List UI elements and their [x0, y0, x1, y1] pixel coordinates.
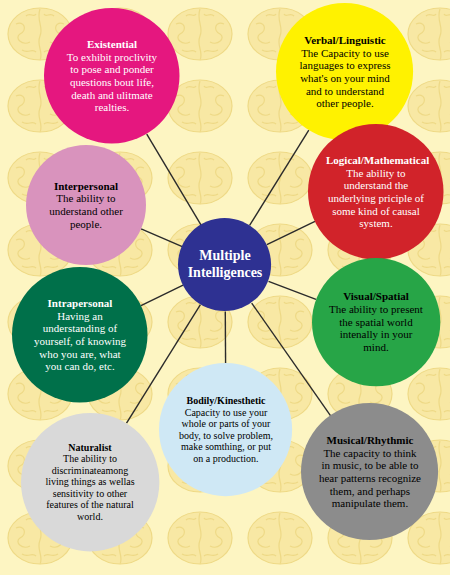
circle-fill [178, 218, 271, 311]
intelligence-name: Verbal/Linguistic [294, 34, 396, 47]
circle-text: Multiple Intelligences [187, 248, 263, 282]
circle-text: Bodily/KinestheticCapacity to use your w… [175, 395, 277, 464]
intelligence-description: Capacity to use your whole or parts of y… [175, 407, 277, 465]
connector-line [147, 134, 201, 225]
circle-text: IntrapersonalHaving an understanding of … [30, 297, 130, 373]
intelligence-name: Existential [62, 38, 162, 51]
connector-line [269, 281, 316, 299]
circle-fill [44, 8, 180, 144]
intelligence-circle: Musical/RhythmicThe capacity to think in… [301, 403, 438, 540]
circle-fill [308, 124, 444, 260]
circle-text: Visual/SpatialThe ability to present the… [326, 290, 426, 353]
intelligence-name: Visual/Spatial [326, 290, 426, 303]
center-circle: Multiple Intelligences [178, 218, 271, 311]
intelligence-description: The ability to understand the underlying… [326, 167, 426, 230]
intelligence-circle: Logical/MathematicalThe ability to under… [308, 124, 444, 260]
center-title: Multiple Intelligences [187, 248, 263, 282]
circle-fill [21, 413, 159, 551]
intelligence-name: Bodily/Kinesthetic [175, 395, 277, 407]
connector-line [250, 130, 309, 225]
intelligence-name: Interpersonal [40, 180, 132, 193]
circle-fill [276, 3, 413, 140]
intelligence-circle: ExistentialTo exhibit proclivity to pose… [44, 8, 180, 144]
circle-fill [12, 267, 148, 403]
intelligence-name: Logical/Mathematical [326, 154, 426, 167]
connector-line [267, 221, 315, 244]
connector-line [225, 312, 227, 364]
circle-fill [159, 363, 292, 496]
circle-text: ExistentialTo exhibit proclivity to pose… [62, 38, 162, 114]
intelligence-description: The ability to present the spatial world… [326, 303, 426, 354]
intelligence-circle: Visual/SpatialThe ability to present the… [312, 258, 440, 386]
intelligence-circle: Verbal/LinguisticThe Capacity to use lan… [276, 3, 413, 140]
intelligence-description: The capacity to think in music, to be ab… [319, 447, 421, 510]
circle-text: Verbal/LinguisticThe Capacity to use lan… [294, 34, 396, 110]
intelligence-description: The Capacity to use languages to express… [294, 47, 396, 110]
connector-line [141, 229, 182, 247]
circle-text: Musical/RhythmicThe capacity to think in… [319, 434, 421, 510]
intelligence-circle: Bodily/KinestheticCapacity to use your w… [159, 363, 292, 496]
intelligence-circle: InterpersonalThe ability to understand o… [26, 145, 146, 265]
connector-line [141, 285, 183, 305]
intelligence-description: The ability to understand other people. [40, 192, 132, 230]
circle-text: NaturalistThe ability to discriminateamo… [40, 442, 140, 523]
circle-fill [301, 403, 438, 540]
intelligence-name: Intrapersonal [30, 297, 130, 310]
circle-text: InterpersonalThe ability to understand o… [40, 180, 132, 231]
intelligence-name: Naturalist [40, 442, 140, 454]
circle-fill [312, 258, 440, 386]
circle-fill [26, 145, 146, 265]
intelligence-description: Having an understanding of yourself, of … [30, 310, 130, 373]
intelligence-description: To exhibit proclivity to pose and ponder… [62, 51, 162, 114]
intelligence-circle: IntrapersonalHaving an understanding of … [12, 267, 148, 403]
intelligence-description: The ability to discriminateamong living … [40, 453, 140, 522]
intelligence-circle: NaturalistThe ability to discriminateamo… [21, 413, 159, 551]
intelligence-name: Musical/Rhythmic [319, 434, 421, 447]
circle-text: Logical/MathematicalThe ability to under… [326, 154, 426, 230]
